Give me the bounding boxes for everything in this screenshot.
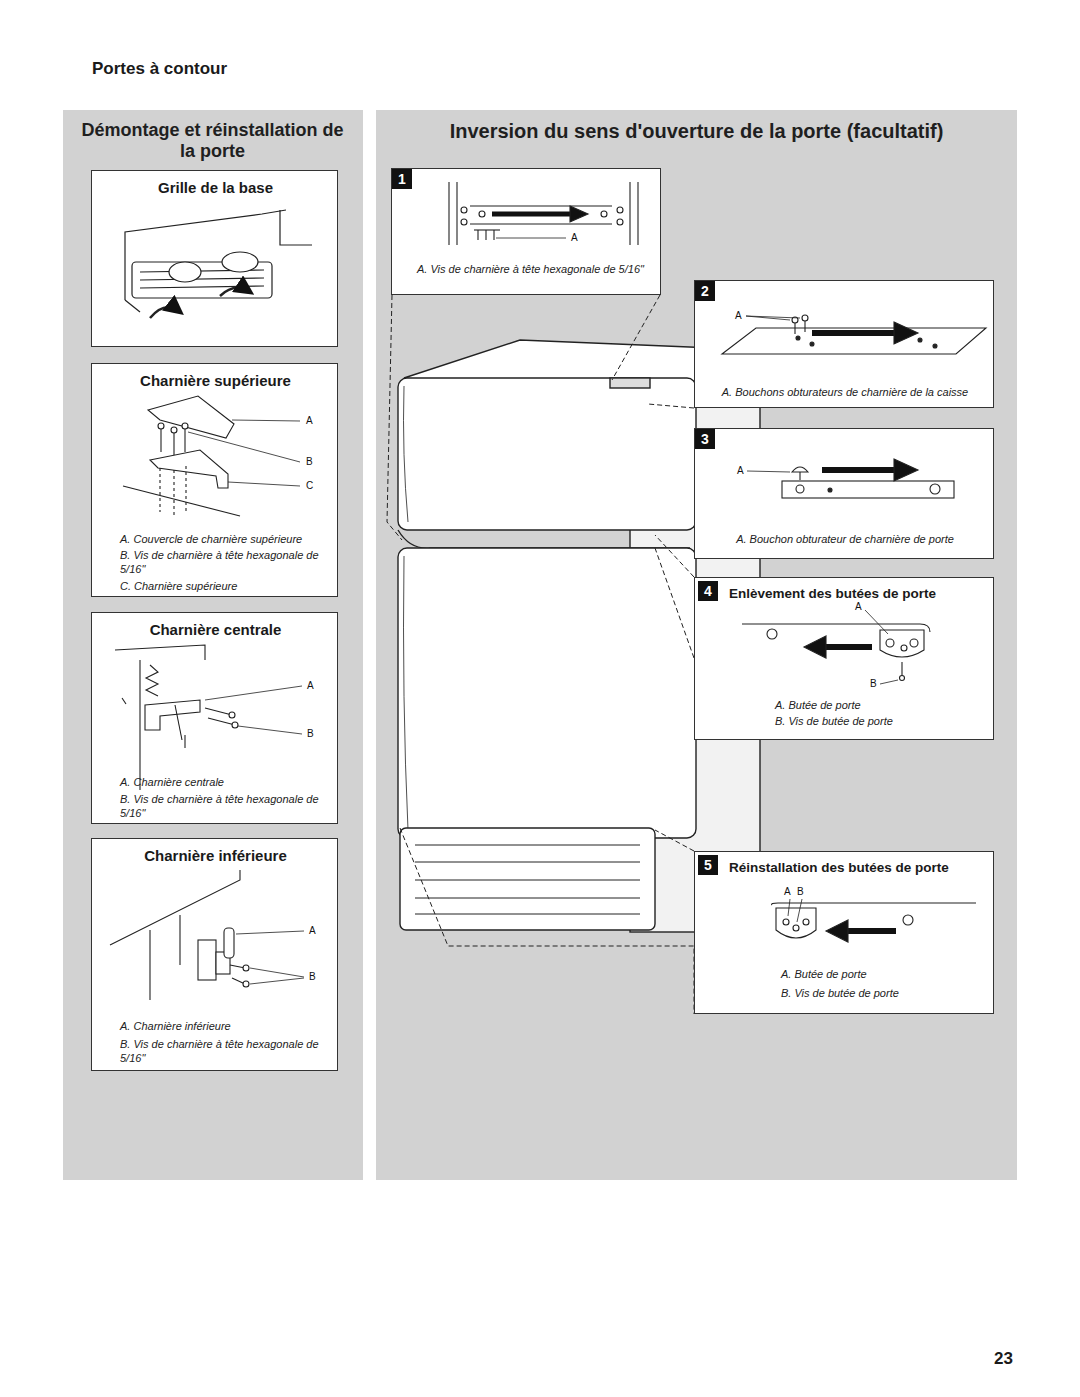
callout-letter: B [870, 678, 877, 690]
top-hinge-drawing [123, 396, 300, 516]
figure-box: Grille de la base [91, 170, 338, 347]
callout-letter: A [307, 680, 314, 692]
box-ground [91, 168, 994, 1071]
callout-letter: A [737, 465, 744, 477]
step-heading: Réinstallation des butées de porte [729, 859, 991, 876]
dashed-guide [387, 295, 694, 1014]
step-box: 2 A. Bouchons obturateurs de charnière de… [694, 280, 994, 408]
figure-caption: A. Vis de charnière à tête hexagonale de… [417, 262, 649, 276]
figure-caption: A. Bouchon obturateur de charnière de po… [699, 532, 991, 546]
callout-letter: A [306, 415, 313, 427]
figure-caption: B. Vis de charnière à tête hexagonale de… [120, 548, 335, 576]
callout-letter: C [306, 480, 313, 492]
figure-caption: B. Vis de charnière à tête hexagonale de… [120, 1037, 335, 1065]
step-box: 5 Réinstallation des butées de porte A. Bu… [694, 851, 994, 1014]
step-number: 3 [695, 429, 715, 449]
step2-drawing [722, 315, 986, 354]
step-heading: Enlèvement des butées de porte [729, 585, 991, 602]
step-box: 4 Enlèvement des butées de porte A. Butée … [694, 577, 994, 740]
callout-letter: A [309, 925, 316, 937]
center-hinge-drawing [115, 645, 302, 790]
panel-heading: Inversion du sens d'ouverture de la port… [386, 120, 1007, 143]
figure-box: Charnière supérieure A. Couvercle de char… [91, 363, 338, 597]
figure-caption: A. Charnière centrale [120, 775, 335, 789]
panel-heading: Démontage et réinstallation de la porte [80, 120, 345, 162]
main-panel: Inversion du sens d'ouverture de la port… [376, 110, 1017, 1180]
figure-box: Charnière inférieure A. Charnière inférie… [91, 838, 338, 1071]
figure-caption: A. Butée de porte [781, 967, 986, 981]
step-number: 2 [695, 281, 715, 301]
step-number: 4 [698, 581, 718, 601]
section-title: Portes à contour [92, 59, 227, 79]
figure-caption: A. Bouchons obturateurs de charnière de … [699, 385, 991, 399]
callout-letter: A [855, 601, 862, 613]
step4-drawing [742, 610, 930, 684]
figure-caption: B. Vis de butée de porte [775, 714, 985, 728]
callout-letter: B [307, 728, 314, 740]
callout-letter: B [309, 971, 316, 983]
figure-box: Charnière centraleA. Charnière centraleB… [91, 612, 338, 824]
callout-letter: B [797, 886, 804, 898]
base-grille-drawing [125, 210, 312, 318]
step-number: 5 [698, 855, 718, 875]
figure-heading: Grille de la base [92, 179, 339, 197]
figure-caption: B. Vis de charnière à tête hexagonale de… [120, 792, 335, 820]
figure-caption: B. Vis de butée de porte [781, 986, 986, 1000]
panel-ground [63, 110, 1017, 1180]
figure-caption: A. Butée de porte [775, 698, 985, 712]
step-box: 1 A. Vis de charnière à tête hexagonale d… [391, 168, 661, 295]
figure-heading: Charnière supérieure [92, 372, 339, 390]
step1-drawing [449, 182, 638, 245]
bottom-hinge-drawing [110, 870, 304, 1000]
figure-caption: C. Charnière supérieure [120, 579, 335, 593]
side-panel: Démontage et réinstallation de la porteG… [63, 110, 363, 1180]
step5-drawing [772, 899, 976, 942]
figure-caption: A. Charnière inférieure [120, 1019, 335, 1033]
figure-heading: Charnière inférieure [92, 847, 339, 865]
figure-heading: Charnière centrale [92, 621, 339, 639]
callout-letter: A [784, 886, 791, 898]
callout-letter: A [735, 310, 742, 322]
callout-letter: A [571, 232, 578, 244]
callout-letter: B [306, 456, 313, 468]
step3-drawing [747, 459, 954, 498]
page-number: 23 [994, 1349, 1013, 1369]
step-box: 3 A. Bouchon obturateur de charnière de p… [694, 428, 994, 559]
step-number: 1 [392, 169, 412, 189]
figure-caption: A. Couvercle de charnière supérieure [120, 532, 335, 546]
